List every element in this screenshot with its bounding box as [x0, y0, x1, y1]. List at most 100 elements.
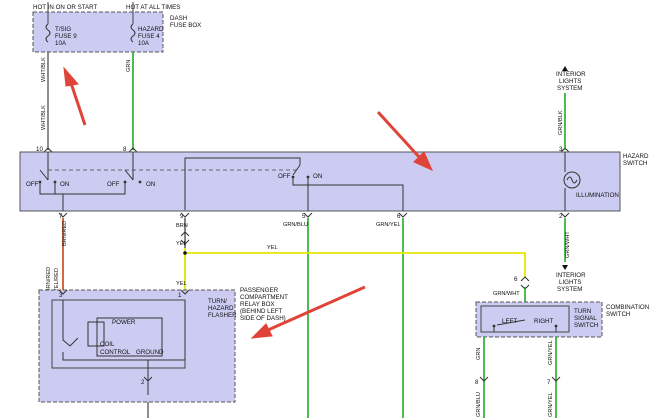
combo-left: LEFT	[502, 318, 517, 325]
flasher-box	[51, 299, 186, 369]
pin-7: 7	[59, 213, 63, 220]
flasher-title-l1: TURN/	[208, 298, 227, 305]
label-wht-blk-1: WHT/BLK	[41, 57, 47, 82]
label-yel-3: YEL	[176, 281, 187, 287]
turn-title-l1: TURN	[574, 308, 591, 315]
label-grn-yel-bottom: GRN/YEL	[548, 392, 554, 417]
pin-2-hazard: 2	[559, 213, 563, 220]
turn-title-l2: SIGNAL	[574, 315, 597, 322]
hazard-title-l2: SWITCH	[623, 160, 647, 167]
illumination-label: ILLUMINATION	[576, 192, 619, 199]
arrow-flasher	[267, 285, 366, 332]
pin-6-hazard: 6	[397, 213, 401, 220]
flasher-control: CONTROL	[100, 349, 131, 356]
label-yel-red: YEL/RED	[54, 268, 60, 292]
arrow-fuse-head	[63, 66, 79, 87]
flasher-ground: GROUND	[136, 349, 164, 356]
flasher-title-l2: HAZARD	[208, 305, 234, 312]
hazard-title-l1: HAZARD	[623, 153, 649, 160]
switch1-off: OFF	[26, 181, 39, 188]
label-grn-combo: GRN	[476, 348, 482, 360]
combo-title-l1: COMBINATION	[606, 304, 649, 311]
yel-splice	[183, 251, 187, 255]
arrow-hazard-switch	[376, 110, 422, 160]
fuse-box-title-l1: DASH	[170, 15, 187, 22]
relay-l2: COMPARTMENT	[240, 294, 288, 301]
flasher-switch	[62, 300, 79, 347]
label-grn: GRN	[126, 60, 132, 72]
fuse-box-title-l2: FUSE BOX	[170, 22, 201, 29]
fuse4-symbol	[130, 23, 136, 43]
label-grn-blk: GRN/BLK	[558, 110, 564, 135]
pin-5: 5	[302, 213, 306, 220]
brn-connector	[180, 231, 190, 245]
label-wht-blk-2: WHT/BLK	[41, 105, 47, 130]
annotation-arrows	[63, 66, 433, 339]
label-brn-red: BRN/RED	[62, 221, 68, 246]
combo-right: RIGHT	[534, 318, 553, 325]
fuse9-l1: T/SIG	[55, 26, 71, 33]
label-brn-red-2: BRN/RED	[46, 267, 52, 292]
switch2-blade	[124, 169, 134, 181]
illumination-lamp-icon	[563, 171, 581, 189]
arrow-fuse	[68, 79, 87, 126]
connector-chevrons-bottom	[58, 212, 570, 218]
label-grn-wht-2: GRN/WHT	[493, 291, 520, 297]
label-grn-yel: GRN/YEL	[376, 222, 401, 228]
fuse9-l3: 10A	[55, 40, 67, 47]
switch2-off: OFF	[107, 181, 120, 188]
hazard-switch-box	[19, 151, 621, 212]
header-hot-start: HOT IN ON OR START	[33, 4, 98, 11]
fuse4-l2: FUSE 4	[138, 33, 160, 40]
flasher-pin-3: 3	[59, 292, 63, 299]
wire-yel-horizontal	[185, 252, 526, 278]
arrow-hazard-head	[413, 151, 433, 171]
pin-9: 9	[180, 213, 184, 220]
pin-8: 8	[123, 146, 127, 153]
turn-signal-switch	[480, 305, 570, 333]
relay-l5: SIDE OF DASH)	[240, 315, 286, 322]
fuse9-symbol	[45, 23, 51, 43]
relay-l1: PASSENGER	[240, 287, 279, 294]
interior-top-l2: LIGHTS	[559, 78, 581, 85]
label-grn-blu: GRN/BLU	[283, 222, 308, 228]
header-hot-always: HOT AT ALL TIMES	[126, 4, 180, 11]
label-grn-wht-1: GRN/WHT	[565, 231, 571, 258]
flasher-title-l3: FLASHER	[208, 312, 237, 319]
pin-10: 10	[36, 146, 43, 153]
combo-pin-7: 7	[547, 379, 551, 386]
interior-mid-l3: SYSTEM	[557, 286, 582, 293]
interior-top-arrow	[562, 66, 568, 71]
label-grn-blu-bottom: GRN/BLU	[476, 392, 482, 417]
combo-title-l2: SWITCH	[606, 311, 630, 318]
switch3-blade	[292, 164, 301, 176]
flasher-coil: COIL	[100, 341, 115, 348]
interior-mid-l2: LIGHTS	[559, 279, 581, 286]
label-grn-yel-combo: GRN/YEL	[548, 340, 554, 365]
combo-pin-8: 8	[475, 379, 479, 386]
relay-l3: RELAY BOX	[240, 301, 275, 308]
switch1-on: ON	[60, 181, 69, 188]
interior-top-l1: INTERIOR	[556, 71, 586, 78]
combo-pin-6: 6	[514, 276, 518, 283]
switch3-on: ON	[313, 173, 322, 180]
interior-mid-l1: INTERIOR	[556, 272, 586, 279]
flasher-pin-2: 2	[141, 379, 145, 386]
switch1-blade	[39, 169, 49, 181]
interior-top-l3: SYSTEM	[557, 85, 582, 92]
switch3-off: OFF	[278, 173, 291, 180]
turn-switch-blade	[496, 319, 526, 326]
fuse4-l3: 10A	[138, 40, 150, 47]
flasher-pin-1: 1	[178, 292, 182, 299]
fuse4-l1: HAZARD	[138, 26, 164, 33]
label-brn: BRN	[176, 223, 188, 229]
switch2-on: ON	[146, 181, 155, 188]
pin-3-hazard: 3	[559, 146, 563, 153]
dash-fuse-box	[32, 11, 164, 53]
flasher-inner-box	[96, 317, 163, 357]
label-yel-2: YEL	[267, 245, 278, 251]
interior-mid-arrow	[562, 265, 568, 270]
relay-l4: (BEHIND LEFT	[240, 308, 283, 315]
arrow-flasher-head	[250, 323, 273, 339]
